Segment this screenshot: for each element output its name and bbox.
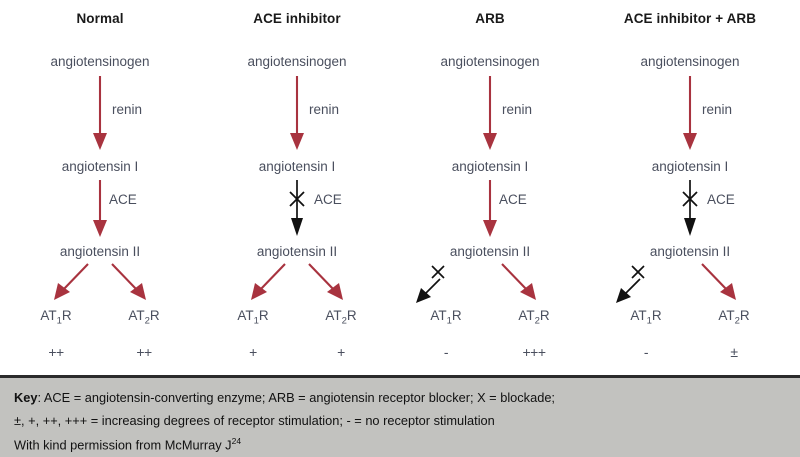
arrow-layer	[54, 76, 146, 300]
blockade-x-icon	[682, 191, 698, 207]
key-line-attribution: With kind permission from McMurray J24	[14, 436, 241, 452]
arrow-layer	[251, 76, 343, 300]
enzyme-label-renin: renin	[702, 102, 733, 117]
key-line-1-text: : ACE = angiotensin-converting enzyme; A…	[37, 390, 555, 405]
renin-arrow-active	[483, 76, 497, 150]
rating-at1r: -	[443, 344, 449, 360]
receptor-at2r: AT2R	[718, 308, 750, 327]
node-angiotensin-ii: angiotensin II	[256, 244, 338, 259]
receptor-at2r: AT2R	[518, 308, 550, 327]
ace-arrow-blocked	[682, 180, 698, 236]
rating-at2r: +++	[522, 344, 546, 360]
enzyme-label-renin: renin	[502, 102, 533, 117]
node-angiotensin-i: angiotensin I	[651, 159, 729, 174]
node-angiotensinogen: angiotensinogen	[640, 54, 740, 69]
key-legend-panel: Key: ACE = angiotensin-converting enzyme…	[0, 375, 800, 457]
pathway-column-ace-inhibitor: ACE inhibitor angiotensinogen renin angi…	[197, 0, 397, 375]
node-angiotensin-ii: angiotensin II	[59, 244, 141, 259]
column-title: ARB	[475, 11, 505, 26]
enzyme-label-ace: ACE	[707, 192, 735, 207]
rating-at1r: ++	[48, 344, 64, 360]
pathway-column-normal: Normal angiotensinogen renin angiotensin…	[0, 0, 200, 375]
node-angiotensin-i: angiotensin I	[258, 159, 336, 174]
receptor-at2r: AT2R	[128, 308, 160, 327]
node-angiotensin-ii: angiotensin II	[649, 244, 731, 259]
renin-arrow-active	[683, 76, 697, 150]
key-label: Key	[14, 390, 38, 405]
arrow-layer	[416, 76, 536, 303]
node-angiotensin-i: angiotensin I	[61, 159, 139, 174]
at2r-arrow-active	[701, 263, 736, 300]
ace-arrow-active	[483, 180, 497, 237]
enzyme-label-ace: ACE	[499, 192, 527, 207]
column-title: ACE inhibitor	[253, 11, 341, 26]
column-title: Normal	[76, 11, 124, 26]
rating-at1r: -	[643, 344, 649, 360]
enzyme-label-ace: ACE	[109, 192, 137, 207]
at1r-arrow-blocked	[416, 265, 445, 303]
ace-arrow-active	[93, 180, 107, 237]
node-angiotensinogen: angiotensinogen	[440, 54, 540, 69]
pathway-column-arb: ARB angiotensinogen renin angiotensin I …	[390, 0, 590, 375]
node-angiotensinogen: angiotensinogen	[50, 54, 150, 69]
rating-at1r: +	[249, 344, 257, 360]
node-angiotensin-i: angiotensin I	[451, 159, 529, 174]
blockade-x-icon	[431, 265, 445, 279]
rating-at2r: ++	[136, 344, 152, 360]
receptor-at1r: AT1R	[237, 308, 269, 327]
receptor-at1r: AT1R	[430, 308, 462, 327]
enzyme-label-renin: renin	[112, 102, 143, 117]
enzyme-label-renin: renin	[309, 102, 340, 117]
rating-at2r: +	[337, 344, 345, 360]
node-angiotensinogen: angiotensinogen	[247, 54, 347, 69]
at2r-arrow-active	[501, 263, 536, 300]
at1r-arrow-active	[251, 263, 286, 300]
renin-arrow-active	[290, 76, 304, 150]
receptor-at1r: AT1R	[40, 308, 72, 327]
key-line-ratings: ±, +, ++, +++ = increasing degrees of re…	[14, 413, 495, 428]
pathway-diagram-area: Normal angiotensinogen renin angiotensin…	[0, 0, 790, 375]
node-angiotensin-ii: angiotensin II	[449, 244, 531, 259]
ace-arrow-blocked	[289, 180, 305, 236]
blockade-x-icon	[631, 265, 645, 279]
arrow-layer	[616, 76, 736, 303]
attribution-text: With kind permission from McMurray J	[14, 437, 232, 453]
at2r-arrow-active	[308, 263, 343, 300]
receptor-at2r: AT2R	[325, 308, 357, 327]
rating-at2r: ±	[730, 344, 738, 360]
at1r-arrow-active	[54, 263, 89, 300]
enzyme-label-ace: ACE	[314, 192, 342, 207]
pathway-column-ace-inhibitor-plus-arb: ACE inhibitor + ARB angiotensinogen reni…	[590, 0, 790, 375]
blockade-x-icon	[289, 191, 305, 207]
column-title: ACE inhibitor + ARB	[623, 11, 757, 26]
receptor-at1r: AT1R	[630, 308, 662, 327]
attribution-reference-number: 24	[231, 436, 242, 446]
key-line-definitions: Key: ACE = angiotensin-converting enzyme…	[14, 390, 555, 405]
at1r-arrow-blocked	[616, 265, 645, 303]
at2r-arrow-active	[111, 263, 146, 300]
renin-arrow-active	[93, 76, 107, 150]
